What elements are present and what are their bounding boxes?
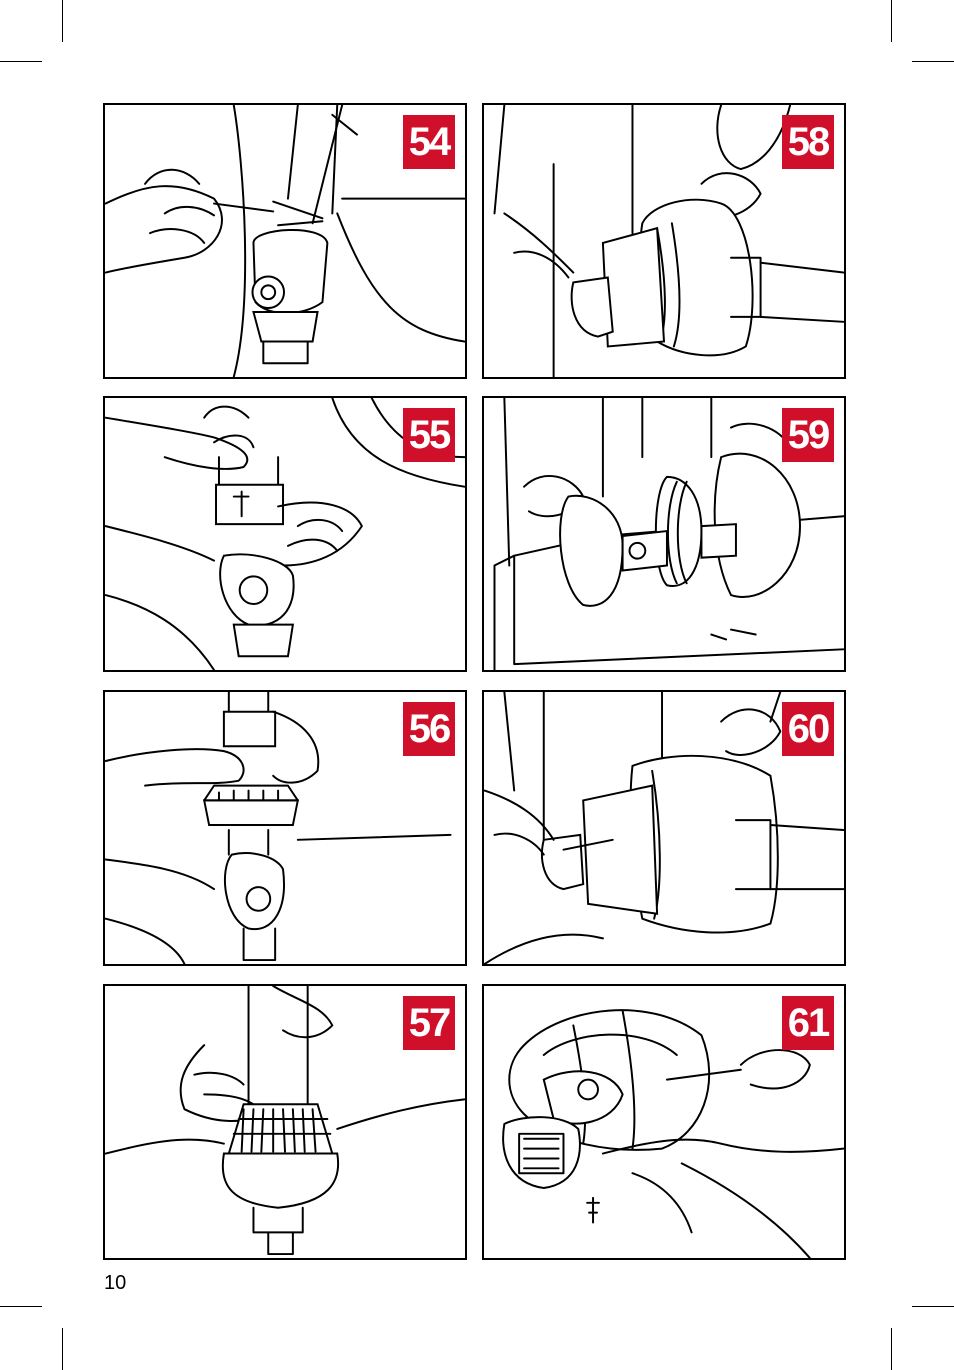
crop-mark-bottom-left (0, 1306, 42, 1307)
figure-61: 61 (482, 984, 846, 1260)
figure-58: 58 (482, 103, 846, 379)
crop-mark-top-right (912, 61, 954, 62)
figure-label: 59 (782, 408, 834, 462)
crop-mark-bottom-right (891, 1328, 892, 1370)
crop-mark-bottom-right (912, 1306, 954, 1307)
crop-mark-top-left (0, 61, 42, 62)
figure-label: 61 (782, 996, 834, 1050)
figure-60: 60 (482, 690, 846, 966)
figure-59: 59 (482, 396, 846, 672)
figure-label: 54 (403, 115, 455, 169)
page-number: 10 (104, 1272, 126, 1295)
crop-mark-top-right (891, 0, 892, 42)
figure-label: 56 (403, 702, 455, 756)
figure-56: 56 (103, 690, 467, 966)
figure-label: 57 (403, 996, 455, 1050)
crop-mark-top-left (62, 0, 63, 42)
figure-57: 57 (103, 984, 467, 1260)
figure-label: 55 (403, 408, 455, 462)
figure-label: 58 (782, 115, 834, 169)
figure-label: 60 (782, 702, 834, 756)
figure-55: 55 (103, 396, 467, 672)
figure-54: 54 (103, 103, 467, 379)
crop-mark-bottom-left (62, 1328, 63, 1370)
